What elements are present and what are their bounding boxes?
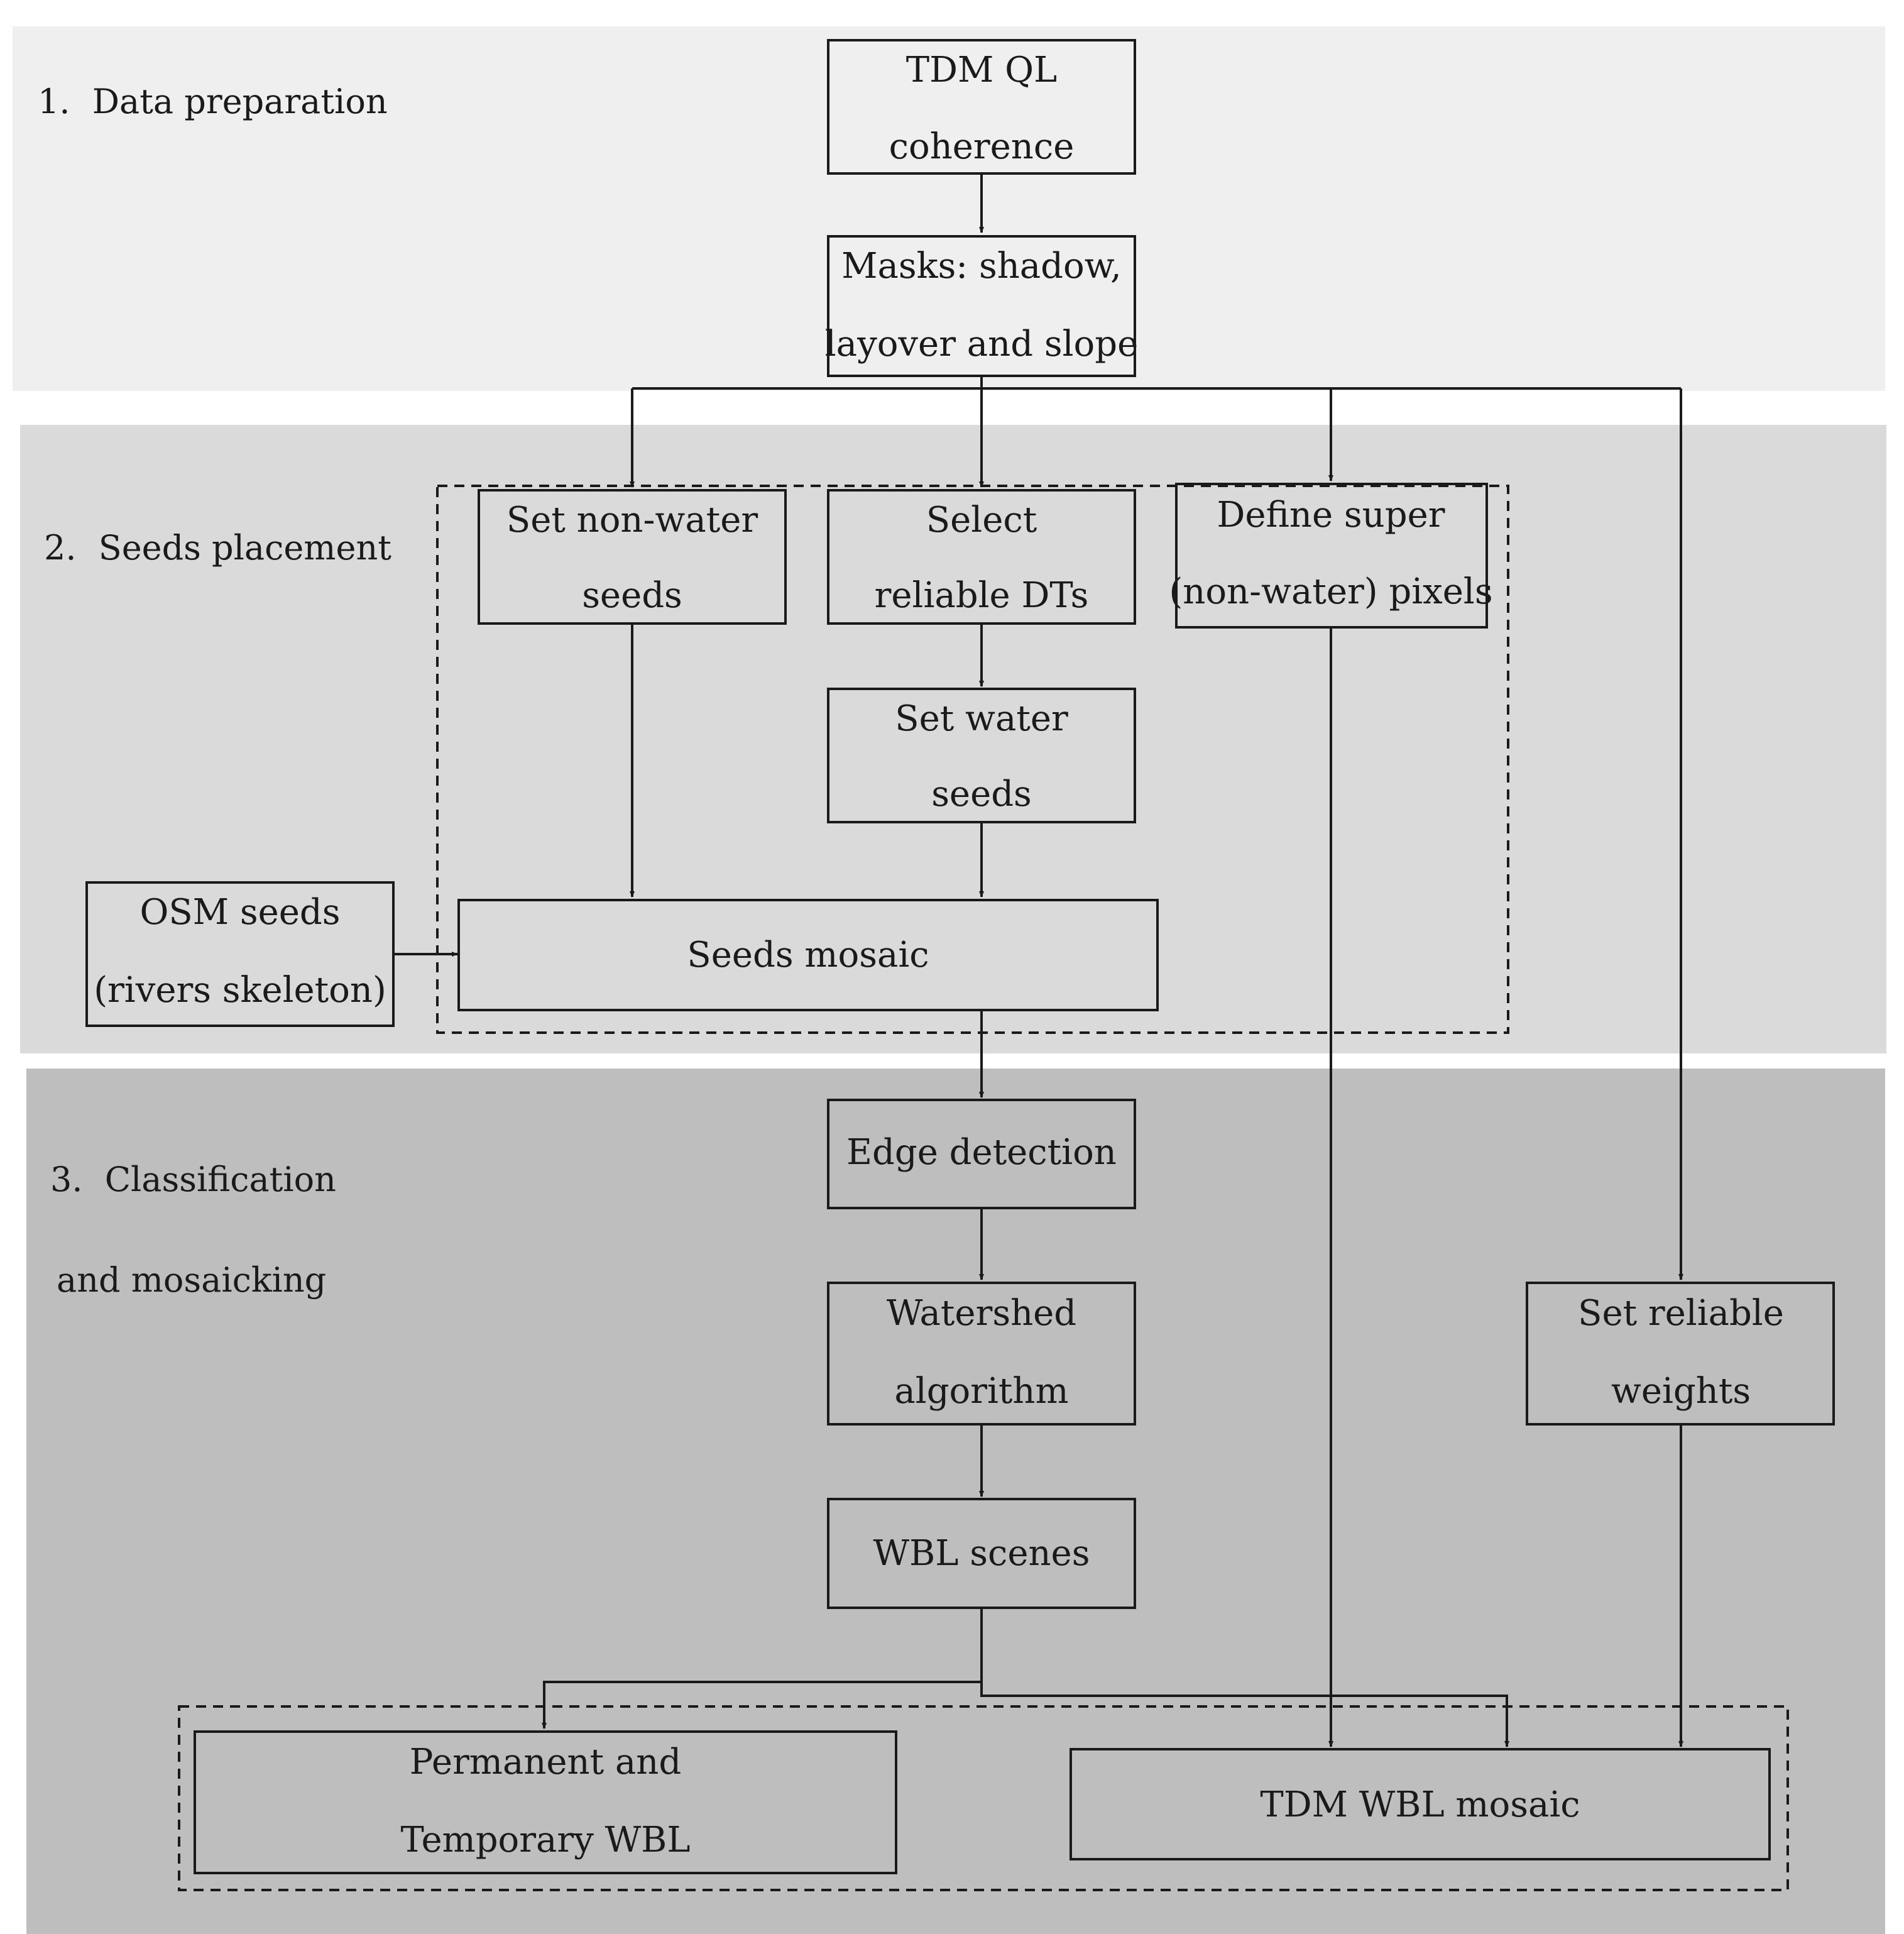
box-tdm-ql: TDM QL coherence bbox=[827, 39, 1136, 175]
box-reliable-weights-line1: Set reliable bbox=[1578, 1293, 1784, 1334]
box-non-water-seeds-line1: Set non-water bbox=[506, 500, 758, 541]
box-wbl-scenes-line1: WBL scenes bbox=[873, 1533, 1090, 1574]
box-water-seeds-line2: seeds bbox=[931, 774, 1032, 815]
box-seeds-mosaic: Seeds mosaic bbox=[457, 899, 1159, 1011]
box-super-pixels-line2: (non-water) pixels bbox=[1169, 571, 1492, 612]
box-tdm-ql-line1: TDM QL bbox=[906, 50, 1058, 91]
box-tdm-wbl-mosaic-line1: TDM WBL mosaic bbox=[1260, 1784, 1580, 1825]
stage-1-band bbox=[13, 26, 1885, 391]
stage-3-label: 3. Classification bbox=[50, 1160, 336, 1199]
box-edge-detection: Edge detection bbox=[827, 1099, 1136, 1209]
box-permanent-temporary: Permanent and Temporary WBL bbox=[194, 1730, 897, 1874]
stage-1-title: Data preparation bbox=[92, 82, 388, 121]
box-reliable-weights-line2: weights bbox=[1611, 1371, 1751, 1412]
output-group-frame bbox=[178, 1705, 1789, 1891]
box-select-dts: Select reliable DTs bbox=[827, 489, 1136, 625]
stage-3-number: 3. bbox=[50, 1160, 83, 1199]
box-watershed-line2: algorithm bbox=[894, 1371, 1068, 1412]
box-super-pixels-line1: Define super bbox=[1217, 495, 1445, 536]
box-masks-line1: Masks: shadow, bbox=[841, 246, 1122, 287]
wbl-scenes-output-lines bbox=[542, 1608, 983, 1729]
box-select-dts-line2: reliable DTs bbox=[875, 575, 1089, 616]
stage-2-title: Seeds placement bbox=[99, 528, 392, 568]
box-watershed: Watershed algorithm bbox=[827, 1282, 1136, 1426]
box-water-seeds-line1: Set water bbox=[895, 698, 1068, 739]
wbl-scenes-to-tdm-mosaic bbox=[980, 1682, 1509, 1747]
box-non-water-seeds: Set non-water seeds bbox=[478, 489, 787, 625]
stage-2-band bbox=[20, 425, 1886, 1053]
box-super-pixels: Define super (non-water) pixels bbox=[1169, 483, 1493, 629]
stage-1-label: 1. Data preparation bbox=[38, 82, 388, 121]
box-water-seeds: Set water seeds bbox=[827, 688, 1136, 823]
box-edge-detection-line1: Edge detection bbox=[846, 1132, 1117, 1173]
stage-3-title-line1: Classification bbox=[105, 1160, 336, 1199]
seeds-group-frame bbox=[436, 485, 1509, 1034]
box-osm-seeds-line2: (rivers skeleton) bbox=[94, 970, 386, 1011]
box-non-water-seeds-line2: seeds bbox=[582, 575, 682, 616]
stage-3-label-line2: and mosaicking bbox=[57, 1260, 326, 1300]
stage-3-band bbox=[26, 1069, 1885, 1934]
box-wbl-scenes: WBL scenes bbox=[827, 1498, 1136, 1609]
stage-2-label: 2. Seeds placement bbox=[44, 528, 391, 568]
box-permanent-temporary-line2: Temporary WBL bbox=[400, 1820, 690, 1860]
stage-1-number: 1. bbox=[38, 82, 70, 121]
box-masks: Masks: shadow, layover and slope bbox=[825, 235, 1138, 377]
box-select-dts-line1: Select bbox=[926, 500, 1037, 541]
box-osm-seeds-line1: OSM seeds bbox=[140, 892, 340, 933]
box-reliable-weights: Set reliable weights bbox=[1526, 1282, 1835, 1426]
box-tdm-ql-line2: coherence bbox=[889, 126, 1075, 167]
box-masks-line2: layover and slope bbox=[825, 324, 1138, 365]
stage-2-number: 2. bbox=[44, 528, 77, 568]
connectors bbox=[393, 173, 1683, 1747]
box-permanent-temporary-line1: Permanent and bbox=[410, 1742, 681, 1783]
box-seeds-mosaic-line1: Seeds mosaic bbox=[687, 935, 929, 975]
box-tdm-wbl-mosaic: TDM WBL mosaic bbox=[1070, 1748, 1771, 1860]
box-watershed-line1: Watershed bbox=[887, 1293, 1076, 1334]
box-osm-seeds: OSM seeds (rivers skeleton) bbox=[85, 881, 395, 1027]
